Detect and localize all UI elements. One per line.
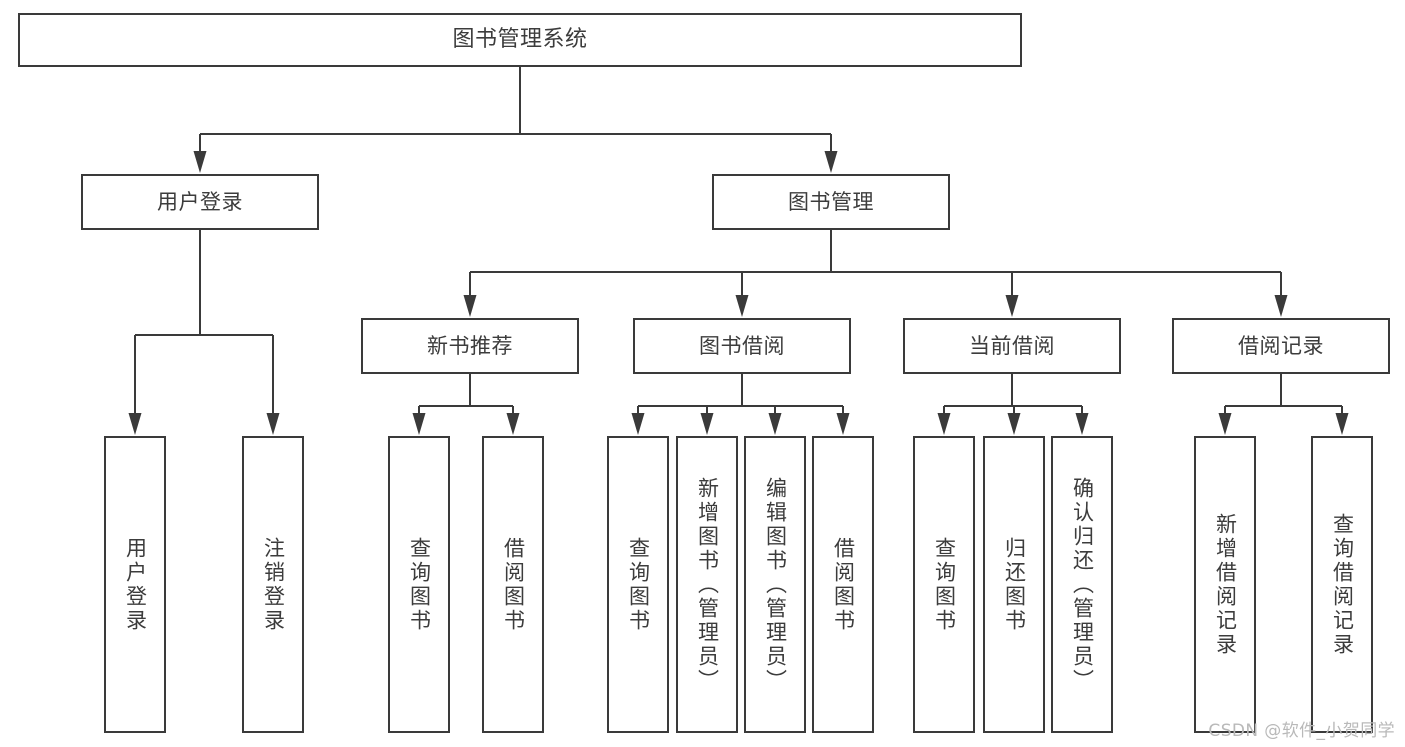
arrowhead-icon bbox=[1218, 413, 1232, 435]
connector-arrowheads bbox=[128, 151, 1349, 435]
node-leaf-returnbook[interactable]: 归还图书 bbox=[983, 436, 1045, 733]
node-label: 查询图书 bbox=[407, 536, 432, 633]
arrowhead-icon bbox=[1075, 413, 1089, 435]
arrowhead-icon bbox=[193, 151, 207, 173]
node-label: 确认归还（管理员） bbox=[1070, 476, 1095, 693]
node-label: 新书推荐 bbox=[427, 333, 513, 358]
node-lv3-newbook[interactable]: 新书推荐 bbox=[361, 318, 579, 374]
node-label: 编辑图书（管理员） bbox=[763, 476, 788, 693]
node-leaf-confirmret[interactable]: 确认归还（管理员） bbox=[1051, 436, 1113, 733]
arrowhead-icon bbox=[463, 295, 477, 317]
node-leaf-userlogin[interactable]: 用户登录 bbox=[104, 436, 166, 733]
node-lv3-borrow[interactable]: 图书借阅 bbox=[633, 318, 851, 374]
arrowhead-icon bbox=[1007, 413, 1021, 435]
node-leaf-logout[interactable]: 注销登录 bbox=[242, 436, 304, 733]
arrowhead-icon bbox=[1335, 413, 1349, 435]
node-label: 借阅记录 bbox=[1238, 333, 1324, 358]
node-lv3-records[interactable]: 借阅记录 bbox=[1172, 318, 1390, 374]
node-label: 图书管理系统 bbox=[452, 27, 588, 53]
node-label: 查询图书 bbox=[626, 536, 651, 633]
node-root[interactable]: 图书管理系统 bbox=[18, 13, 1022, 67]
node-leaf-querybook1[interactable]: 查询图书 bbox=[388, 436, 450, 733]
node-leaf-querybook3[interactable]: 查询图书 bbox=[913, 436, 975, 733]
node-leaf-querybook2[interactable]: 查询图书 bbox=[607, 436, 669, 733]
node-leaf-borrowbook1[interactable]: 借阅图书 bbox=[482, 436, 544, 733]
arrowhead-icon bbox=[631, 413, 645, 435]
arrowhead-icon bbox=[1274, 295, 1288, 317]
node-lv3-current[interactable]: 当前借阅 bbox=[903, 318, 1121, 374]
node-label: 用户登录 bbox=[123, 536, 148, 633]
node-label: 借阅图书 bbox=[831, 536, 856, 633]
node-label: 新增图书（管理员） bbox=[695, 476, 720, 693]
node-label: 借阅图书 bbox=[501, 536, 526, 633]
node-label: 新增借阅记录 bbox=[1213, 512, 1238, 657]
node-label: 查询借阅记录 bbox=[1330, 512, 1355, 657]
node-lv2-login[interactable]: 用户登录 bbox=[81, 174, 319, 230]
node-label: 图书借阅 bbox=[699, 333, 785, 358]
node-lv2-bookmgmt[interactable]: 图书管理 bbox=[712, 174, 950, 230]
arrowhead-icon bbox=[128, 413, 142, 435]
node-label: 用户登录 bbox=[157, 189, 243, 214]
arrowhead-icon bbox=[735, 295, 749, 317]
arrowhead-icon bbox=[412, 413, 426, 435]
arrowhead-icon bbox=[824, 151, 838, 173]
node-label: 当前借阅 bbox=[969, 333, 1055, 358]
node-label: 查询图书 bbox=[932, 536, 957, 633]
arrowhead-icon bbox=[700, 413, 714, 435]
node-leaf-queryrecord[interactable]: 查询借阅记录 bbox=[1311, 436, 1373, 733]
node-label: 归还图书 bbox=[1002, 536, 1027, 633]
arrowhead-icon bbox=[1005, 295, 1019, 317]
watermark-text: CSDN @软件_小贺同学 bbox=[1208, 721, 1395, 741]
node-label: 图书管理 bbox=[788, 189, 874, 214]
node-leaf-borrowbook2[interactable]: 借阅图书 bbox=[812, 436, 874, 733]
node-leaf-addrecord[interactable]: 新增借阅记录 bbox=[1194, 436, 1256, 733]
arrowhead-icon bbox=[506, 413, 520, 435]
node-leaf-editbook[interactable]: 编辑图书（管理员） bbox=[744, 436, 806, 733]
arrowhead-icon bbox=[836, 413, 850, 435]
arrowhead-icon bbox=[768, 413, 782, 435]
arrowhead-icon bbox=[266, 413, 280, 435]
node-label: 注销登录 bbox=[261, 536, 286, 633]
arrowhead-icon bbox=[937, 413, 951, 435]
node-leaf-addbook[interactable]: 新增图书（管理员） bbox=[676, 436, 738, 733]
